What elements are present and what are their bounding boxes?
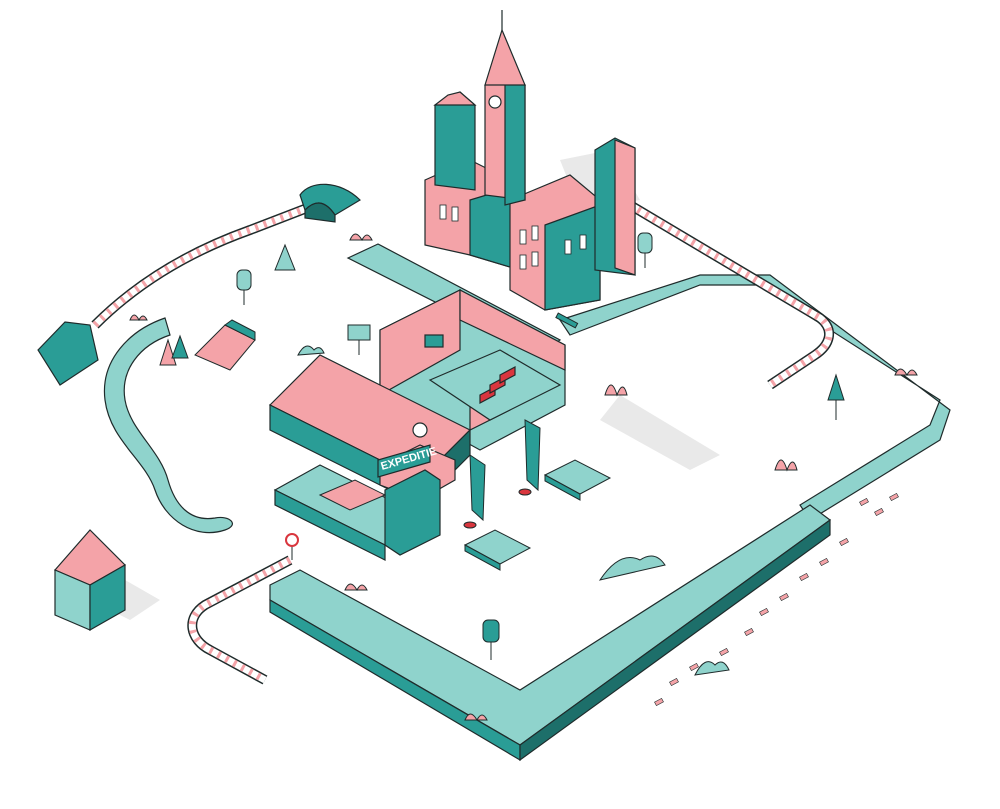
expeditie-sign — [377, 444, 431, 478]
flag-banner-icon — [463, 419, 541, 529]
road-sign-icon — [285, 533, 299, 560]
tree-icon — [159, 232, 845, 660]
river-path — [103, 317, 233, 534]
railway-track-icon — [91, 200, 834, 685]
sign-post-icon — [347, 324, 371, 355]
paving-stones — [654, 492, 899, 707]
town-hall-icon — [424, 10, 636, 311]
rock-icon — [37, 321, 99, 386]
tent-icon — [194, 319, 256, 371]
ping-pong-table-icon — [318, 479, 387, 511]
gazebo-icon — [54, 529, 126, 632]
expeditie-hall-icon: EXPEDITIE — [268, 354, 472, 561]
tunnel-icon — [299, 183, 361, 223]
bench-icon — [555, 312, 579, 329]
picnic-table-icon — [463, 459, 612, 571]
clock-tower-icon — [484, 10, 526, 206]
bush-icon — [129, 233, 918, 722]
